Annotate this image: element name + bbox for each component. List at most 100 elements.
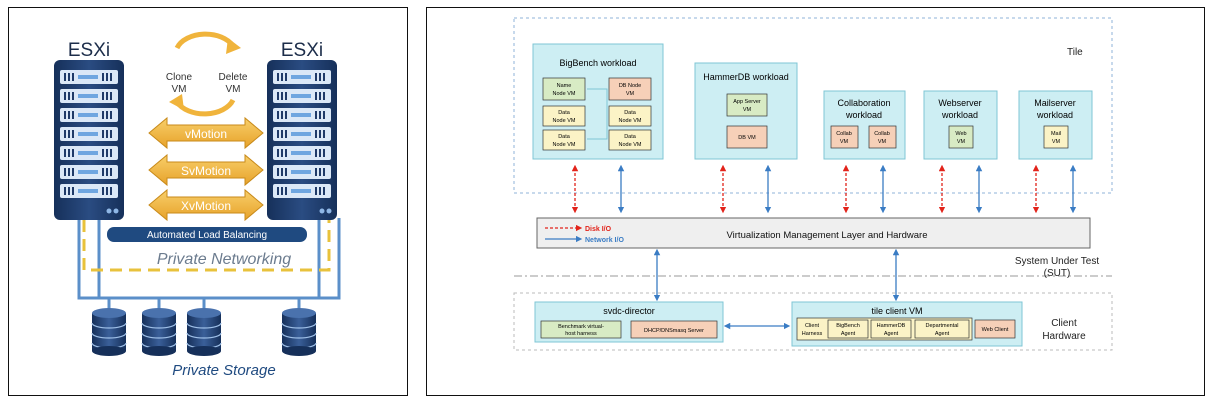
svg-text:DHCP/DNSmasq Server: DHCP/DNSmasq Server [644,328,704,334]
db-node-vm [608,77,652,101]
database-icon [92,313,126,351]
svmotion-arrow: SvMotion [148,153,264,187]
web-vm [948,125,974,149]
network-lines [77,218,341,313]
svg-text:Web Client: Web Client [982,327,1009,333]
private-storage-label: Private Storage [172,362,275,379]
esxi-left-label: ESXi [68,40,110,61]
tile-container [513,17,1113,194]
private-networking-dashed-line [82,220,331,272]
virtualization-layer-label: Virtualization Management Layer and Hard… [726,230,927,241]
left-panel: ESXi ESXi Clone VM Delete VM vMotion SvM… [8,7,408,396]
hammerdb-workload: HammerDB workload App Server VM DB VM [694,62,798,160]
sut-label-2: (SUT) [1044,268,1071,279]
database-icon [142,313,176,351]
server-right-slots [273,70,331,198]
right-panel: Tile BigBench workload Name Node VM DB N… [426,7,1205,396]
data-node-vm [608,105,652,127]
disk-io-arrows [571,164,1040,214]
cycle-arrowhead-top [226,38,241,54]
hammerdb-title: HammerDB workload [703,72,789,82]
load-balancing-label: Automated Load Balancing [147,230,267,241]
svg-text:Agent: Agent [884,331,899,337]
dhcp-server-box [630,320,718,339]
svg-text:Collab: Collab [836,131,852,137]
virtualization-layer-bar [536,217,1091,249]
svdc-director-box: svdc-director Benchmark virtual- host ha… [534,301,724,343]
svg-text:Data: Data [624,110,637,116]
collab-vm [868,125,897,149]
svg-text:workload: workload [1036,110,1073,120]
xvmotion-arrow: XvMotion [148,188,264,222]
svg-text:DB Node: DB Node [619,83,641,89]
db-vm [726,125,768,149]
svdc-director-title: svdc-director [603,306,655,316]
svg-text:VM: VM [957,139,966,145]
svg-text:BigBench: BigBench [836,323,860,329]
data-node-vm [542,105,586,127]
virtualization-benchmark-diagram: Tile BigBench workload Name Node VM DB N… [513,17,1113,351]
client-hardware-label-2: Hardware [1042,331,1086,342]
vmotion-arrow: vMotion [148,116,264,150]
svg-text:host harness: host harness [565,331,597,337]
tile-client-vm-box: tile client VM Client Harness BigBench A… [791,301,1023,347]
svg-text:Agent: Agent [841,331,856,337]
hammerdb-agent-box [870,319,912,339]
esxi-right-label: ESXi [281,40,323,61]
svg-text:VM: VM [878,139,887,145]
svg-text:App Server: App Server [733,99,761,105]
bigbench-agent-box [827,319,869,339]
private-networking-label: Private Networking [157,251,291,268]
clone-label-2: VM [172,84,187,95]
network-io-arrows [617,164,1077,330]
svg-text:Node VM: Node VM [619,118,642,124]
tile-label: Tile [1067,47,1083,58]
svg-text:Data: Data [558,134,571,140]
svg-text:DB VM: DB VM [738,135,756,141]
sut-label-1: System Under Test [1015,256,1100,267]
storage-databases [91,308,317,356]
database-icon [282,313,316,351]
svg-text:workload: workload [845,110,882,120]
collaboration-workload: Collaboration workload Collab VM Collab … [823,90,906,160]
svg-text:Node VM: Node VM [619,142,642,148]
svg-text:Mailserver: Mailserver [1034,98,1076,108]
svg-text:VM: VM [1052,139,1061,145]
tile-client-vm-title: tile client VM [871,306,922,316]
legend-disk-label: Disk I/O [585,226,612,233]
web-client-box [974,319,1016,339]
svg-text:Node VM: Node VM [553,118,576,124]
legend-network-label: Network I/O [585,237,624,244]
benchmark-harness-box [540,320,622,339]
client-hardware-container [513,292,1113,351]
svg-text:Node VM: Node VM [553,91,576,97]
data-node-vm [608,129,652,151]
svg-text:Client: Client [805,323,820,329]
bigbench-title: BigBench workload [559,58,636,68]
departmental-agent-box [914,319,970,339]
svg-text:Collab: Collab [874,131,890,137]
clone-label-1: Clone [166,72,193,83]
cycle-arrowhead-bottom [169,94,184,110]
svg-text:workload: workload [941,110,978,120]
svg-text:Departmental: Departmental [925,323,958,329]
data-node-vm [542,129,586,151]
svg-text:Data: Data [558,110,571,116]
svmotion-label: SvMotion [181,164,231,178]
svg-text:Agent: Agent [935,331,950,337]
svg-text:Name: Name [557,83,572,89]
svg-text:VM: VM [840,139,849,145]
svg-text:Mail: Mail [1051,131,1061,137]
delete-label-2: VM [226,84,241,95]
client-hardware-label-1: Client [1051,318,1077,329]
svg-text:Webserver: Webserver [938,98,981,108]
vmotion-label: vMotion [185,127,227,141]
esxi-server-left [54,60,124,220]
webserver-workload: Webserver workload Web VM [923,90,998,160]
svg-text:VM: VM [743,107,752,113]
mail-vm [1043,125,1069,149]
svg-text:Web: Web [955,131,966,137]
xvmotion-label: XvMotion [181,199,231,213]
mailserver-workload: Mailserver workload Mail VM [1018,90,1093,160]
vsphere-diagram: ESXi ESXi Clone VM Delete VM vMotion SvM… [54,31,341,379]
